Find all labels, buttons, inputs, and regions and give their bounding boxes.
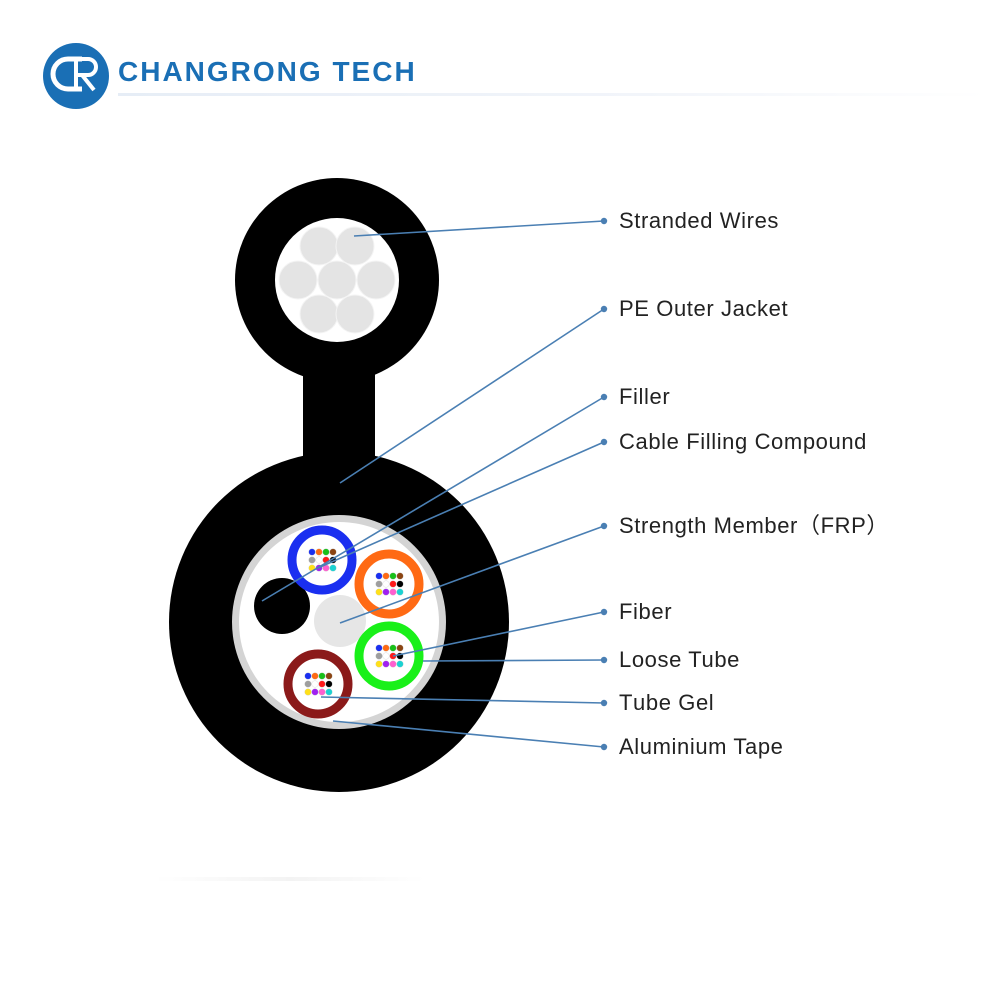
fiber-dot <box>322 548 330 556</box>
strength-member-frp <box>314 595 366 647</box>
label-strength-member: Strength Member（FRP） <box>619 513 889 538</box>
fiber-dot <box>315 548 323 556</box>
fiber-dot <box>382 652 390 660</box>
fiber-dot <box>389 572 397 580</box>
fiber-dot <box>325 680 333 688</box>
leader-dot-stranded-wires <box>600 217 608 225</box>
brand-name: CHANGRONG TECH <box>118 56 417 87</box>
leader-lines <box>261 217 608 751</box>
fiber-dot <box>318 672 326 680</box>
label-stranded-wires: Stranded Wires <box>619 208 780 233</box>
leader-line-strength-member <box>339 525 605 624</box>
fiber-dot <box>375 572 383 580</box>
header-divider <box>118 93 988 96</box>
fiber-dot <box>325 688 333 696</box>
stranded-wire <box>317 260 357 300</box>
leader-line-stranded-wires <box>353 220 605 237</box>
stranded-wires-group <box>278 226 396 334</box>
fiber-dot <box>375 644 383 652</box>
leader-line-tube-gel <box>320 696 605 704</box>
fiber-dot <box>329 564 337 572</box>
leader-dot-strength-member <box>600 522 608 530</box>
header: CHANGRONG TECH <box>0 0 1000 120</box>
leader-dot-loose-tube <box>600 656 608 664</box>
fiber-dot <box>396 660 404 668</box>
stranded-wire <box>278 260 318 300</box>
leader-line-cable-filling-compound <box>317 441 605 569</box>
fiber-dot <box>389 588 397 596</box>
label-cable-filling-compound: Cable Filling Compound <box>619 429 867 454</box>
leader-dot-pe-outer-jacket <box>600 305 608 313</box>
stranded-wire <box>335 226 375 266</box>
fiber-dot <box>375 660 383 668</box>
fiber-dot <box>375 588 383 596</box>
footer-divider <box>155 877 425 881</box>
fiber-dot <box>389 660 397 668</box>
fiber-dot <box>325 672 333 680</box>
fiber-dot <box>311 672 319 680</box>
label-aluminium-tape: Aluminium Tape <box>619 734 784 759</box>
label-fiber: Fiber <box>619 599 673 624</box>
stranded-wire <box>356 260 396 300</box>
leader-dot-cable-filling-compound <box>600 438 608 446</box>
fiber-dot <box>304 680 312 688</box>
fiber-dot <box>304 688 312 696</box>
leader-dot-fiber <box>600 608 608 616</box>
leader-line-loose-tube <box>422 659 605 662</box>
fiber-dot <box>318 680 326 688</box>
fiber-dot <box>315 556 323 564</box>
label-pe-outer-jacket: PE Outer Jacket <box>619 296 789 321</box>
fiber-dot <box>375 580 383 588</box>
stranded-wire <box>335 294 375 334</box>
leader-line-pe-outer-jacket <box>339 308 605 484</box>
label-filler: Filler <box>619 384 671 409</box>
fiber-dot <box>329 548 337 556</box>
fiber-dot <box>396 580 404 588</box>
filler-rod <box>254 578 310 634</box>
fiber-dot <box>396 572 404 580</box>
fiber-dot <box>304 672 312 680</box>
fiber-dot <box>396 588 404 596</box>
label-loose-tube: Loose Tube <box>619 647 740 672</box>
leader-line-aluminium-tape <box>332 720 605 748</box>
fiber-dot <box>389 580 397 588</box>
stranded-wire <box>299 226 339 266</box>
fiber-dot <box>382 660 390 668</box>
leader-line-fiber <box>392 611 605 657</box>
fiber-dot <box>308 548 316 556</box>
label-tube-gel: Тube Gel <box>619 690 715 715</box>
leader-dot-aluminium-tape <box>600 743 608 751</box>
fiber-dot <box>389 644 397 652</box>
cr-logo-icon <box>43 43 109 109</box>
fiber-dot <box>311 680 319 688</box>
fiber-dot <box>308 556 316 564</box>
stranded-wire <box>299 294 339 334</box>
fiber-dot <box>382 588 390 596</box>
fiber-dot <box>318 688 326 696</box>
leader-dot-filler <box>600 393 608 401</box>
fiber-dot <box>382 572 390 580</box>
fiber-dot <box>382 644 390 652</box>
fiber-dot <box>382 580 390 588</box>
leader-dot-tube-gel <box>600 699 608 707</box>
fiber-dot <box>396 644 404 652</box>
fiber-dot <box>375 652 383 660</box>
fiber-dot <box>311 688 319 696</box>
